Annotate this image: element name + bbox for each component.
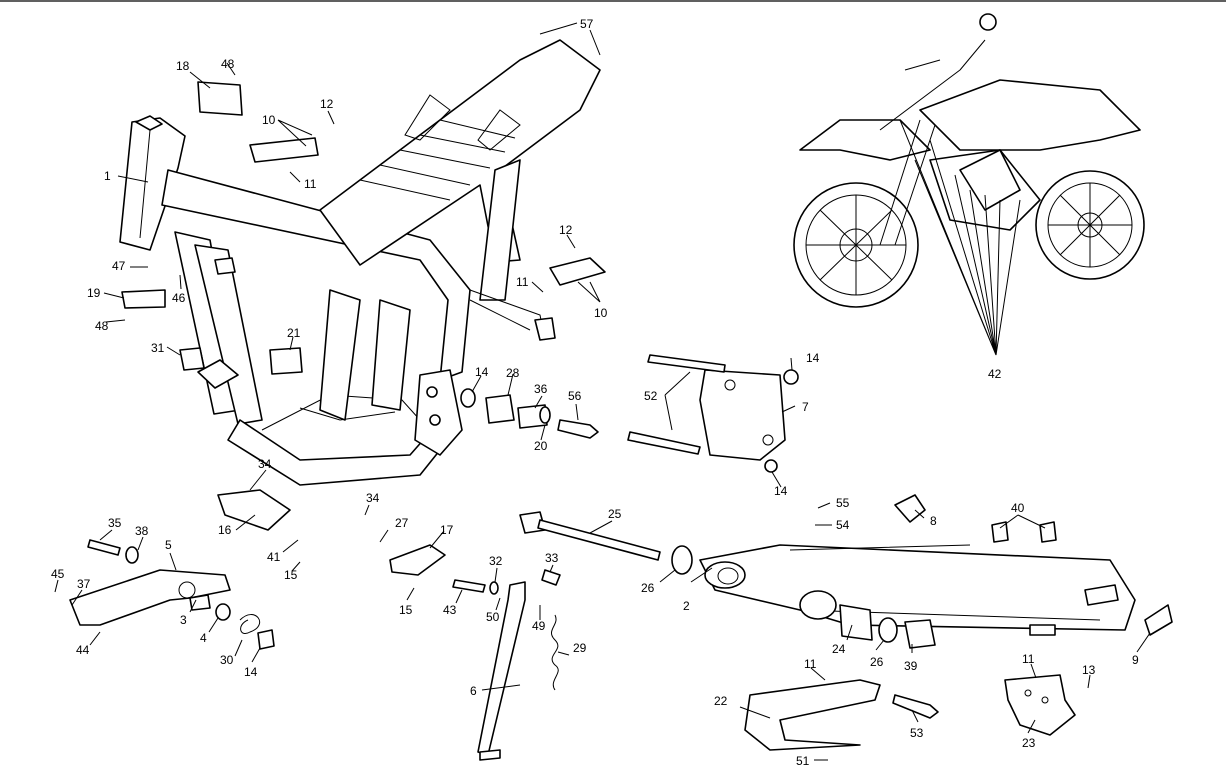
callout-9: 9: [1132, 653, 1139, 667]
callout-35: 35: [108, 516, 122, 530]
callout-37: 37: [77, 577, 91, 591]
callout-labels: 1 2 3 4 5 6 7 8 9 10 10 11 11 11 11 12 1…: [51, 17, 1139, 768]
engine-mount-drawing: [627, 354, 799, 473]
callout-12-upper: 12: [320, 97, 334, 111]
callout-13: 13: [1082, 663, 1096, 677]
callout-12-lower: 12: [559, 223, 573, 237]
callout-15-left: 15: [284, 568, 298, 582]
callout-42-leaders: [899, 119, 1021, 356]
callout-47: 47: [112, 259, 126, 273]
callout-53: 53: [910, 726, 924, 740]
callout-40: 40: [1011, 501, 1025, 515]
callout-26-left: 26: [641, 581, 655, 595]
callout-55: 55: [836, 496, 850, 510]
callout-11-chainguide: 11: [1022, 652, 1035, 666]
callout-28: 28: [506, 366, 520, 380]
callout-30: 30: [220, 653, 234, 667]
callout-16: 16: [218, 523, 232, 537]
callout-50: 50: [486, 610, 500, 624]
callout-44: 44: [76, 643, 90, 657]
callout-11-mid: 11: [516, 275, 529, 289]
callout-6: 6: [470, 684, 477, 698]
callout-7: 7: [802, 400, 809, 414]
callout-25: 25: [608, 507, 622, 521]
callout-41: 41: [267, 550, 281, 564]
callout-5: 5: [165, 538, 172, 552]
callout-21: 21: [287, 326, 301, 340]
callout-27: 27: [395, 516, 409, 530]
callout-46: 46: [172, 291, 186, 305]
callout-22: 22: [714, 694, 728, 708]
callout-1: 1: [104, 169, 111, 183]
brake-pedal-drawing: [69, 539, 275, 650]
callout-38: 38: [135, 524, 149, 538]
frame-drawing: [119, 39, 601, 486]
callout-19: 19: [87, 286, 101, 300]
callout-14-mount-top: 14: [806, 351, 820, 365]
motorcycle-illustration: [793, 13, 1145, 308]
callout-11-chainslider: 11: [804, 657, 817, 671]
callout-52: 52: [644, 389, 658, 403]
callout-23: 23: [1022, 736, 1036, 750]
callout-10-lower: 10: [594, 306, 608, 320]
callout-14-mount-bottom: 14: [774, 484, 788, 498]
callout-18: 18: [176, 59, 190, 73]
callout-42: 42: [988, 367, 1002, 381]
callout-2: 2: [683, 599, 690, 613]
callout-24: 24: [832, 642, 846, 656]
callout-51: 51: [796, 754, 810, 768]
side-stand-drawing: [452, 569, 561, 761]
callout-3: 3: [180, 613, 187, 627]
callout-43: 43: [443, 603, 457, 617]
callout-57: 57: [580, 17, 594, 31]
callout-11-upper: 11: [304, 177, 317, 191]
callout-4: 4: [200, 631, 207, 645]
callout-48-upper: 48: [221, 57, 235, 71]
callout-56: 56: [568, 389, 582, 403]
callout-17: 17: [440, 523, 454, 537]
swingarm-drawing: [519, 494, 1173, 751]
callout-49: 49: [532, 619, 546, 633]
callout-26-right: 26: [870, 655, 884, 669]
mount-spacers-drawing: [460, 388, 599, 439]
callout-29: 29: [573, 641, 587, 655]
callout-31: 31: [151, 341, 165, 355]
footrests-drawing: [121, 81, 606, 576]
callout-8: 8: [930, 514, 937, 528]
callout-32: 32: [489, 554, 503, 568]
callout-15-right: 15: [399, 603, 413, 617]
leader-lines: [54, 22, 1151, 761]
callout-48-lower: 48: [95, 319, 109, 333]
callout-20: 20: [534, 439, 548, 453]
callout-14-spacer: 14: [475, 365, 489, 379]
callout-34-right: 34: [366, 491, 380, 505]
callout-34-left: 34: [258, 457, 272, 471]
callout-54: 54: [836, 518, 850, 532]
callout-36: 36: [534, 382, 548, 396]
callout-45: 45: [51, 567, 65, 581]
callout-14-pedal: 14: [244, 665, 258, 679]
callout-10-upper: 10: [262, 113, 276, 127]
callout-33: 33: [545, 551, 559, 565]
callout-39: 39: [904, 659, 918, 673]
